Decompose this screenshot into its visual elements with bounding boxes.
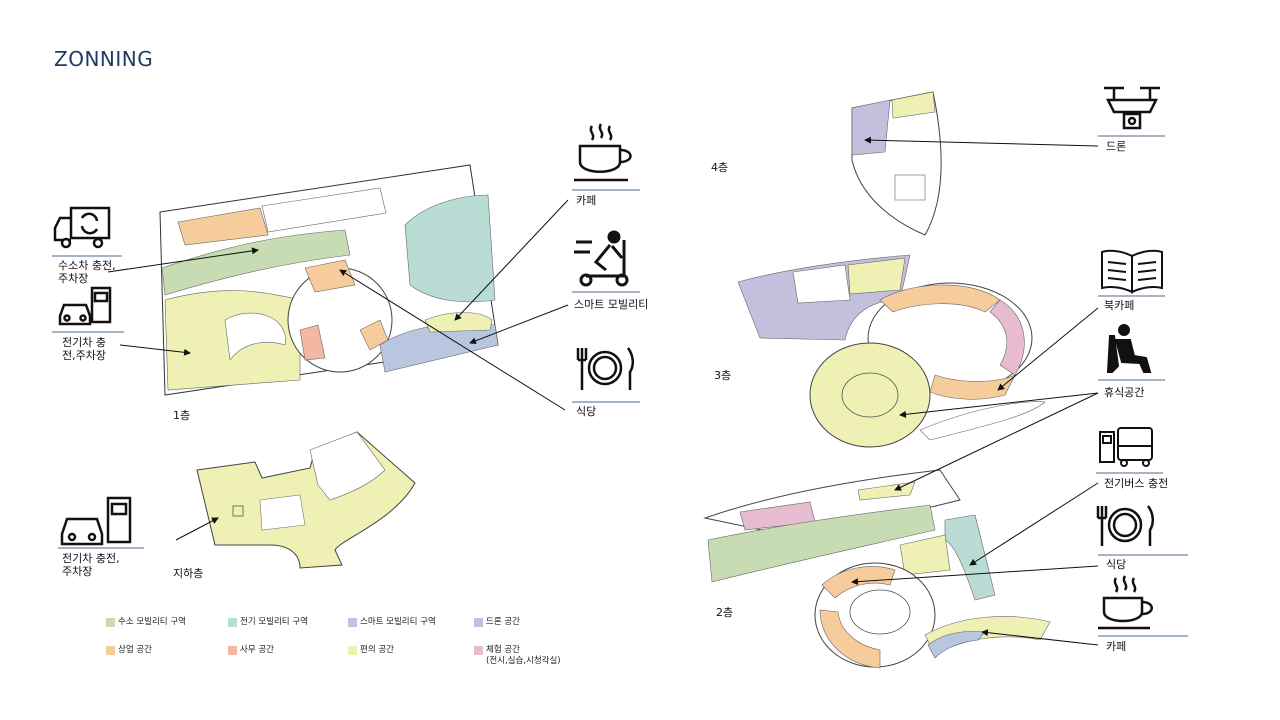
floor-4-plan xyxy=(851,91,942,236)
legend-item: 전기 모빌리티 구역 xyxy=(228,617,308,628)
legend-swatch xyxy=(348,618,357,627)
floor-label-3f: 3층 xyxy=(714,369,732,382)
truck-hydrogen-icon xyxy=(53,206,111,249)
legend-swatch xyxy=(228,618,237,627)
floor-2-plan xyxy=(703,469,1051,669)
ev-charger-icon xyxy=(58,286,112,326)
basement-plan xyxy=(196,431,416,569)
page-title: ZONNING xyxy=(54,47,154,71)
floor-1-plan xyxy=(159,164,499,396)
label-rest-area: 휴식공간 xyxy=(1104,386,1145,399)
legend-swatch xyxy=(106,646,115,655)
label-restaurant-2f: 식당 xyxy=(1106,558,1127,571)
floor-3-plan xyxy=(737,254,1046,448)
floor-label-b1: 지하층 xyxy=(173,567,204,580)
label-book-cafe: 북카페 xyxy=(1104,299,1135,312)
legend-label: 체험 공간 xyxy=(486,645,520,655)
label-ev-charging-1f: 전기차 충 전,주차장 xyxy=(62,336,106,362)
legend-swatch xyxy=(106,618,115,627)
icon-underlines xyxy=(52,135,1188,637)
plate-fork-knife-icon xyxy=(576,347,634,390)
label-restaurant-1f: 식당 xyxy=(576,405,597,418)
floor-label-4f: 4층 xyxy=(711,161,729,174)
coffee-cup-icon xyxy=(574,123,632,182)
label-hydrogen-charging: 수소차 충전, 주차장 xyxy=(58,259,116,285)
legend-swatch xyxy=(228,646,237,655)
legend-item: 상업 공간 xyxy=(106,645,152,656)
floor-label-1f: 1층 xyxy=(173,409,191,422)
legend-item: 체험 공간 (전시,실습,시청각실) xyxy=(474,645,561,667)
resting-person-icon xyxy=(1106,324,1152,373)
legend-item: 스마트 모빌리티 구역 xyxy=(348,617,436,628)
legend-item: 사무 공간 xyxy=(228,645,274,656)
ebus-charger-icon xyxy=(1099,427,1153,467)
leader-lines xyxy=(107,136,1099,646)
floor-label-2f: 2층 xyxy=(716,606,734,619)
legend-item: 편의 공간 xyxy=(348,645,394,656)
label-cafe-1f: 카페 xyxy=(576,194,597,207)
legend-item: 드론 공간 xyxy=(474,617,520,628)
plate-fork-knife-icon-2 xyxy=(1096,505,1154,546)
drone-icon xyxy=(1104,86,1160,130)
label-ebus-charging: 전기버스 충전 xyxy=(1104,477,1169,490)
book-icon xyxy=(1101,249,1163,294)
label-smart-mobility: 스마트 모빌리티 xyxy=(574,298,649,311)
ev-charger-b1-icon xyxy=(60,496,132,546)
label-drone: 드론 xyxy=(1106,140,1127,153)
label-cafe-2f: 카페 xyxy=(1106,640,1127,653)
coffee-cup-icon-2 xyxy=(1098,575,1153,630)
legend-swatch xyxy=(474,618,483,627)
legend-swatch xyxy=(474,646,483,655)
label-ev-charging-b1: 전기차 충전, 주차장 xyxy=(62,552,120,578)
legend-item: 수소 모빌리티 구역 xyxy=(106,617,186,628)
legend-swatch xyxy=(348,646,357,655)
legend-note: (전시,실습,시청각실) xyxy=(486,656,561,666)
scooter-icon xyxy=(574,230,629,287)
